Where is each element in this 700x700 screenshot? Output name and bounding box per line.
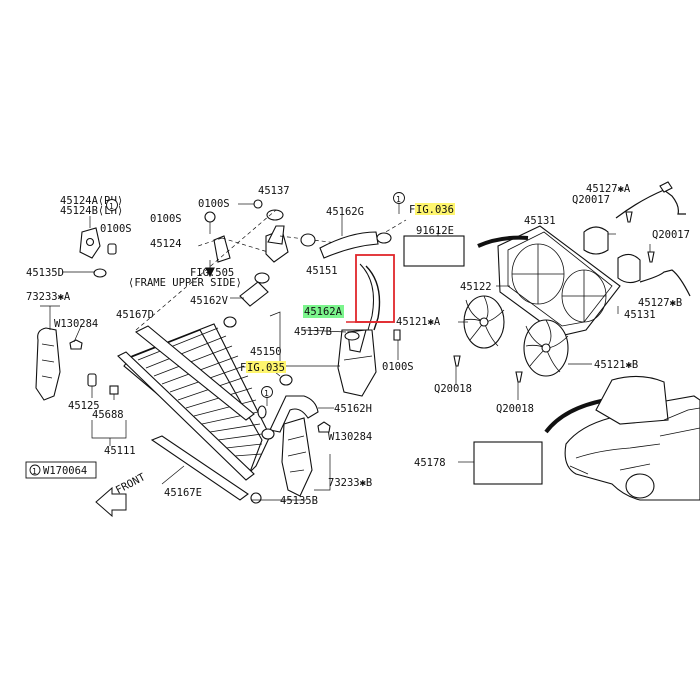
label-45135b: 45135B	[280, 495, 318, 507]
mount-73233a	[35, 305, 83, 401]
label-45121a: 45121✱A	[396, 316, 441, 328]
label-q20017-top: Q20017	[572, 194, 610, 206]
label-45688: 45688	[92, 409, 124, 421]
drain-plug-group	[87, 373, 127, 439]
label-73233b: 73233✱B	[328, 477, 372, 489]
label-0100s-left: 0100S	[100, 223, 132, 235]
label-fig036-prefix[interactable]: F	[409, 204, 415, 216]
label-45178: 45178	[414, 457, 446, 469]
hl-fig035	[246, 361, 286, 373]
label-fig505: FIG.505	[190, 267, 234, 279]
radiator	[117, 323, 271, 504]
svg-text:1: 1	[109, 202, 114, 211]
label-45162a: 45162A	[304, 306, 343, 318]
label-45167d: 45167D	[116, 309, 154, 321]
label-45121b: 45121✱B	[594, 359, 638, 371]
legend-w170064: 1 W170064	[25, 461, 97, 479]
label-45167e: 45167E	[164, 487, 202, 499]
label-q20018-left: Q20018	[434, 383, 472, 395]
label-45124: 45124	[150, 238, 182, 250]
svg-text:1: 1	[396, 195, 401, 204]
label-q20018-right: Q20018	[496, 403, 534, 415]
label-45135d: 45135D	[26, 267, 64, 279]
label-w130284-a: W130284	[54, 318, 98, 330]
pointer-arrow-upper	[477, 235, 529, 248]
callout-box	[355, 254, 395, 323]
label-45127a: 45127✱A	[586, 183, 631, 195]
label-fig035-prefix[interactable]: F	[240, 362, 246, 374]
label-fig035-link[interactable]: IG.035	[247, 362, 285, 374]
label-0100s-top: 0100S	[198, 198, 230, 210]
label-fig036-link[interactable]: IG.036	[416, 204, 454, 216]
front-arrow: FRONT	[95, 471, 148, 518]
svg-text:1: 1	[264, 389, 269, 398]
label-plate-45178	[473, 441, 543, 485]
label-45162g: 45162G	[326, 206, 364, 218]
label-45131-top: 45131	[524, 215, 556, 227]
label-plate-91612e	[403, 235, 465, 267]
pointer-arrow-lower	[544, 398, 607, 434]
label-45151: 45151	[306, 265, 338, 277]
circle-marker-1-left: 1	[106, 199, 118, 211]
svg-text:1: 1	[32, 467, 37, 476]
hl-45162a	[303, 305, 344, 318]
label-45137b: 45137B	[294, 326, 332, 338]
circle-marker-1-top: 1	[393, 192, 405, 214]
label-q20017-right: Q20017	[652, 229, 690, 241]
label-frame-upper-side: ⟨FRAME UPPER SIDE⟩	[128, 277, 242, 289]
reserve-tank-group	[269, 263, 401, 397]
fan-assembly	[453, 181, 691, 400]
label-45111: 45111	[104, 445, 136, 457]
lower-hose-group	[252, 367, 334, 501]
label-45127b: 45127✱B	[638, 297, 682, 309]
label-45150: 45150	[250, 346, 282, 358]
label-w130284-b: W130284	[328, 431, 372, 443]
label-45137: 45137	[258, 185, 290, 197]
label-w170064: W170064	[43, 465, 87, 477]
label-45125: 45125	[68, 400, 100, 412]
label-45162v: 45162V	[190, 295, 229, 307]
bracket-group	[62, 216, 117, 278]
label-0100s-mid: 0100S	[150, 213, 182, 225]
car-illustration	[564, 375, 700, 501]
label-73233a: 73233✱A	[26, 291, 71, 303]
label-45162h: 45162H	[334, 403, 372, 415]
label-45122: 45122	[460, 281, 492, 293]
hl-fig036	[415, 203, 455, 215]
label-45131-bottom: 45131	[624, 309, 656, 321]
label-91612e: 91612E	[416, 225, 454, 237]
label-0100s-tank: 0100S	[382, 361, 414, 373]
circle-marker-1-lower: 1	[261, 386, 273, 406]
upper-hose-group	[135, 199, 407, 331]
front-label: FRONT	[114, 471, 148, 497]
